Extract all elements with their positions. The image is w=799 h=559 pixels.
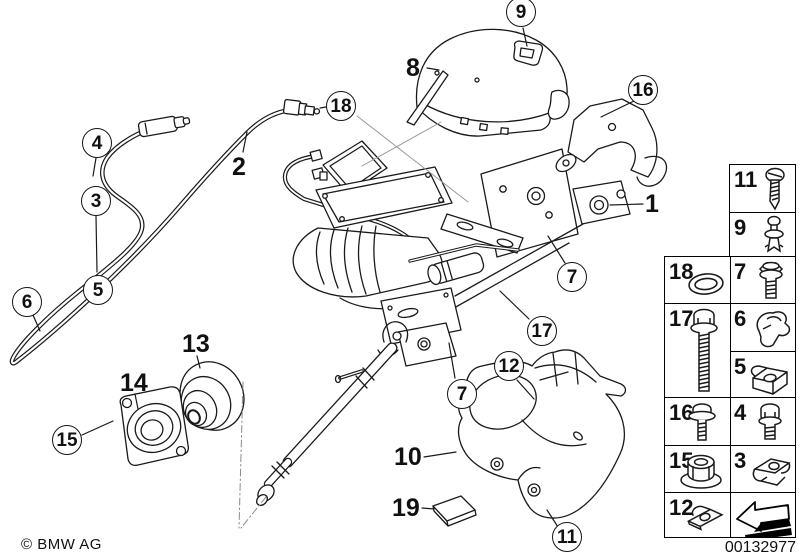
legend-number: 18 [669, 259, 694, 284]
column-frame-drawing [380, 98, 668, 367]
legend-box-3[interactable]: 3 [729, 444, 796, 493]
label-13[interactable]: 13 [182, 330, 210, 358]
leader-lines [32, 27, 644, 528]
interlock-cable-drawing [9, 98, 321, 366]
assembly-axis-lines [238, 381, 267, 529]
legend-box-15[interactable]: 15 [664, 444, 731, 493]
legend-box-7[interactable]: 7 [729, 256, 796, 305]
label-14[interactable]: 14 [120, 369, 148, 397]
callout-6[interactable]: 6 [12, 287, 42, 317]
long-hex-bolt-icon [689, 308, 718, 392]
hex-bolt-icon [758, 403, 782, 440]
steering-shaft-drawing [256, 321, 409, 506]
legend-number: 7 [734, 259, 747, 284]
legend-number: 17 [669, 306, 694, 331]
flange-bolt-icon [687, 403, 716, 441]
legend-box-6[interactable]: 6 [729, 303, 796, 352]
flange-nut-icon [679, 454, 722, 489]
lower-trim-shell-drawing [457, 349, 627, 519]
cover-flange-spur [406, 70, 449, 126]
o-ring-icon [687, 273, 724, 295]
legend-box-18[interactable]: 18 [664, 256, 731, 305]
label-19[interactable]: 19 [392, 494, 420, 522]
legend-number: 9 [734, 215, 747, 240]
callout-17[interactable]: 17 [527, 316, 557, 346]
callout-11[interactable]: 11 [552, 522, 582, 552]
legend-number: 16 [669, 400, 694, 425]
callout-5[interactable]: 5 [83, 275, 113, 305]
legend-number: 6 [734, 306, 747, 331]
legend-box-12[interactable]: 12 [664, 491, 731, 538]
legend-number: 11 [734, 167, 758, 192]
callout-18[interactable]: 18 [326, 91, 356, 121]
drive-unit-drawing [282, 140, 485, 310]
callout-9[interactable]: 9 [506, 0, 536, 27]
callout-15[interactable]: 15 [52, 425, 82, 455]
foam-pad-drawing [432, 495, 477, 527]
label-2[interactable]: 2 [232, 153, 246, 181]
legend-number: 3 [734, 447, 747, 473]
image-number: 00132977 [724, 539, 796, 556]
upper-shroud-cover-drawing [406, 28, 570, 137]
legend-box-arrow[interactable] [729, 491, 796, 538]
legend-box-16[interactable]: 16 [664, 397, 731, 446]
rear-bracket [567, 98, 658, 178]
label-8[interactable]: 8 [406, 54, 420, 82]
legend-box-11[interactable]: 11 [729, 164, 796, 214]
legend-number: 4 [734, 400, 747, 425]
rubber-boot-drawing [179, 361, 245, 431]
clip-slot [513, 40, 544, 66]
cage-nut-icon [750, 364, 788, 395]
legend-box-4[interactable]: 4 [729, 397, 796, 446]
direction-arrow-icon [736, 500, 792, 537]
cable-connector [282, 98, 321, 116]
callout-3[interactable]: 3 [81, 186, 111, 216]
tapping-screw-icon [765, 167, 785, 211]
label-1[interactable]: 1 [645, 190, 659, 218]
callout-7-lower[interactable]: 7 [447, 379, 477, 409]
hex-flange-bolt-icon [758, 261, 784, 299]
universal-joint-fork [382, 321, 409, 343]
legend-box-9[interactable]: 9 [729, 212, 796, 258]
label-10[interactable]: 10 [394, 443, 422, 471]
speed-nut-icon [686, 505, 724, 531]
legend-box-17[interactable]: 17 [664, 303, 731, 399]
projection-lines [356, 115, 469, 203]
callout-12[interactable]: 12 [494, 351, 524, 381]
callout-4[interactable]: 4 [82, 128, 112, 158]
legend-number: 5 [734, 353, 747, 379]
callout-16[interactable]: 16 [628, 75, 658, 105]
cable-ferrule [137, 115, 191, 138]
spring-clip-icon [756, 311, 791, 348]
copyright-text: © BMW AG [21, 536, 102, 553]
legend-number: 12 [669, 494, 694, 520]
callout-7-upper[interactable]: 7 [557, 262, 587, 292]
legend-box-5[interactable]: 5 [729, 350, 796, 399]
clamp-clip-icon [752, 457, 791, 486]
expansion-rivet-icon [764, 215, 784, 253]
bearing-flange-drawing [119, 386, 190, 467]
